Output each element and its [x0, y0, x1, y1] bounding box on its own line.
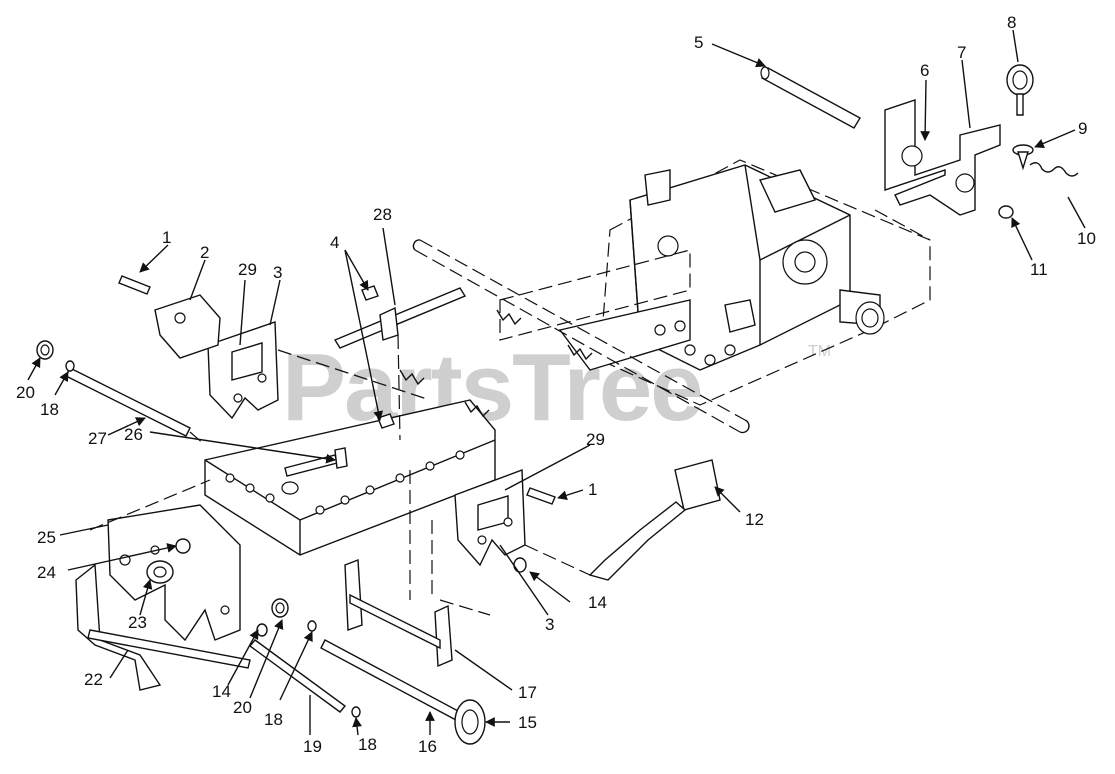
- callout-2: 2: [200, 243, 209, 262]
- bolt-26: [284, 447, 348, 477]
- callout-labels: 1 1 2 3 3 4 5 6 7 8 9 10 11 12 14 14 15 …: [16, 13, 1096, 756]
- callout-9: 9: [1078, 119, 1087, 138]
- callout-22: 22: [84, 670, 103, 689]
- cross-shaft: [412, 239, 750, 434]
- callout-18-upper: 18: [40, 400, 59, 419]
- callout-10: 10: [1077, 229, 1096, 248]
- callout-25: 25: [37, 528, 56, 547]
- callout-1-right: 1: [588, 480, 597, 499]
- eye-bolt: [1006, 64, 1034, 116]
- callout-4: 4: [330, 233, 339, 252]
- callout-14-right: 14: [588, 593, 607, 612]
- side-plate-upper-left: [207, 321, 431, 420]
- callout-29-right: 29: [586, 430, 605, 449]
- retaining-ring: [998, 205, 1014, 219]
- callout-14-left: 14: [212, 682, 231, 701]
- callout-12: 12: [745, 510, 764, 529]
- callout-1-upper: 1: [162, 228, 171, 247]
- main-frame-block: [204, 399, 496, 556]
- callout-15: 15: [518, 713, 537, 732]
- callout-26: 26: [124, 425, 143, 444]
- callout-18-lower-left: 18: [264, 710, 283, 729]
- callout-11: 11: [1030, 260, 1048, 279]
- callout-3-lower: 3: [545, 615, 554, 634]
- callout-20-upper: 20: [16, 383, 35, 402]
- upper-frame-rail: [496, 249, 691, 371]
- callout-19: 19: [303, 737, 322, 756]
- shaft-19: [248, 598, 361, 718]
- hitch-bracket: [874, 99, 1001, 241]
- hitch-pin-rod: [760, 66, 861, 129]
- lower-bracket: [89, 479, 241, 642]
- callout-28: 28: [373, 205, 392, 224]
- callout-27: 27: [88, 429, 107, 448]
- side-plate-right: [409, 469, 526, 600]
- callout-6: 6: [920, 61, 929, 80]
- bracket-17: [344, 559, 491, 668]
- wheel-15: [454, 699, 486, 745]
- callout-18-lower-right: 18: [358, 735, 377, 754]
- callout-23: 23: [128, 613, 147, 632]
- callout-29-upper: 29: [238, 260, 257, 279]
- lift-handle: [524, 459, 721, 581]
- bracket-2: [154, 294, 221, 359]
- spacer-14-right: [513, 557, 527, 573]
- lever-22: [75, 563, 251, 691]
- callout-5: 5: [694, 33, 703, 52]
- watermark-trademark: TM: [808, 343, 831, 360]
- leader-lines: [27, 29, 1086, 736]
- callout-17: 17: [518, 683, 537, 702]
- callout-16: 16: [418, 737, 437, 756]
- callout-24: 24: [37, 563, 56, 582]
- callout-7: 7: [957, 43, 966, 62]
- washer-and-pin: [1012, 144, 1079, 177]
- callout-20-lower: 20: [233, 698, 252, 717]
- bolt-1-right: [526, 487, 556, 505]
- callout-3-upper: 3: [273, 263, 282, 282]
- bolt-1-upper: [118, 275, 151, 295]
- callout-8: 8: [1007, 13, 1016, 32]
